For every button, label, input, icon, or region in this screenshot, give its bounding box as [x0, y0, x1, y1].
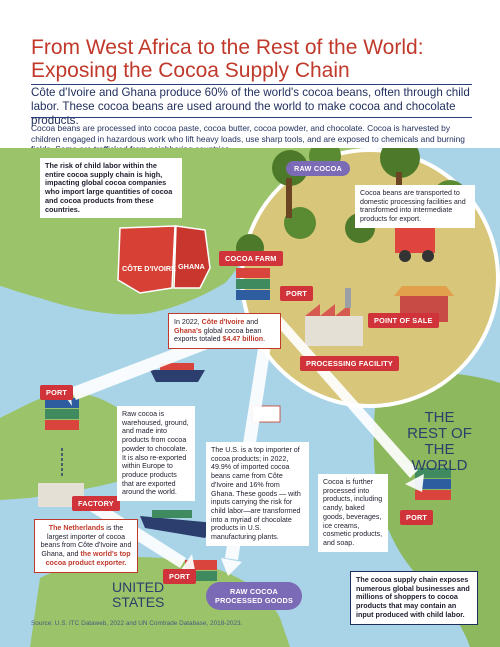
- truck: [395, 225, 435, 253]
- tag-port-africa: PORT: [280, 286, 314, 301]
- callout-us: The U.S. is a top importer of cocoa prod…: [206, 442, 309, 546]
- lede-divider: [31, 117, 472, 118]
- callout-europe: Raw cocoa is warehoused, ground, and mad…: [117, 406, 195, 502]
- cote-divoire-shape: [117, 225, 176, 294]
- us-land: [30, 557, 290, 647]
- callout-risk: The risk of child labor within the entir…: [40, 158, 182, 219]
- callout-global: The cocoa supply chain exposes numerous …: [350, 571, 478, 625]
- label-united-states: UNITED STATES: [112, 579, 165, 610]
- port-containers-us: [185, 560, 217, 581]
- callout-netherlands: The Netherlands is the largest importer …: [34, 519, 138, 573]
- port-containers-africa: [236, 268, 270, 300]
- callout-transport: Cocoa beans are transported to domestic …: [355, 185, 475, 228]
- tag-port-us: PORT: [163, 569, 197, 584]
- tag-raw-processed-goods: RAW COCOA PROCESSED GOODS: [206, 582, 303, 610]
- source-note: Source: U.S. ITC Dataweb, 2022 and UN Co…: [31, 620, 243, 627]
- stall-awning: [394, 286, 454, 296]
- processing-factory: [305, 316, 363, 346]
- label-rest-of-world: THE REST OF THE WORLD: [407, 409, 472, 474]
- tag-raw-cocoa: RAW COCOA: [286, 161, 351, 176]
- ghana-shape: [173, 225, 211, 289]
- port-containers-europe: [45, 398, 79, 430]
- tag-factory: FACTORY: [72, 496, 120, 511]
- cargo-ship-2: [140, 510, 215, 538]
- lede-paragraph: Côte d'Ivoire and Ghana produce 60% of t…: [31, 86, 470, 127]
- port-containers-row: [415, 468, 451, 500]
- europe-land: [0, 392, 154, 500]
- tag-cocoa-farm: COCOA FARM: [219, 251, 283, 266]
- tag-processing-facility: PROCESSING FACILITY: [300, 356, 399, 371]
- tag-port-europe: PORT: [40, 385, 74, 400]
- page-title: From West Africa to the Rest of the Worl…: [31, 36, 424, 82]
- cargo-ship-1: [150, 363, 205, 382]
- label-ghana: GHANA: [178, 262, 205, 271]
- tag-port-row: PORT: [400, 510, 434, 525]
- label-cote-divoire: CÔTE D'IVOIRE: [122, 264, 177, 273]
- callout-further: Cocoa is further processed into products…: [318, 474, 388, 552]
- title-divider: [31, 84, 472, 85]
- callout-exports: In 2022, Côte d'Ivoire and Ghana's globa…: [168, 313, 281, 350]
- tag-point-of-sale: POINT OF SALE: [368, 313, 439, 328]
